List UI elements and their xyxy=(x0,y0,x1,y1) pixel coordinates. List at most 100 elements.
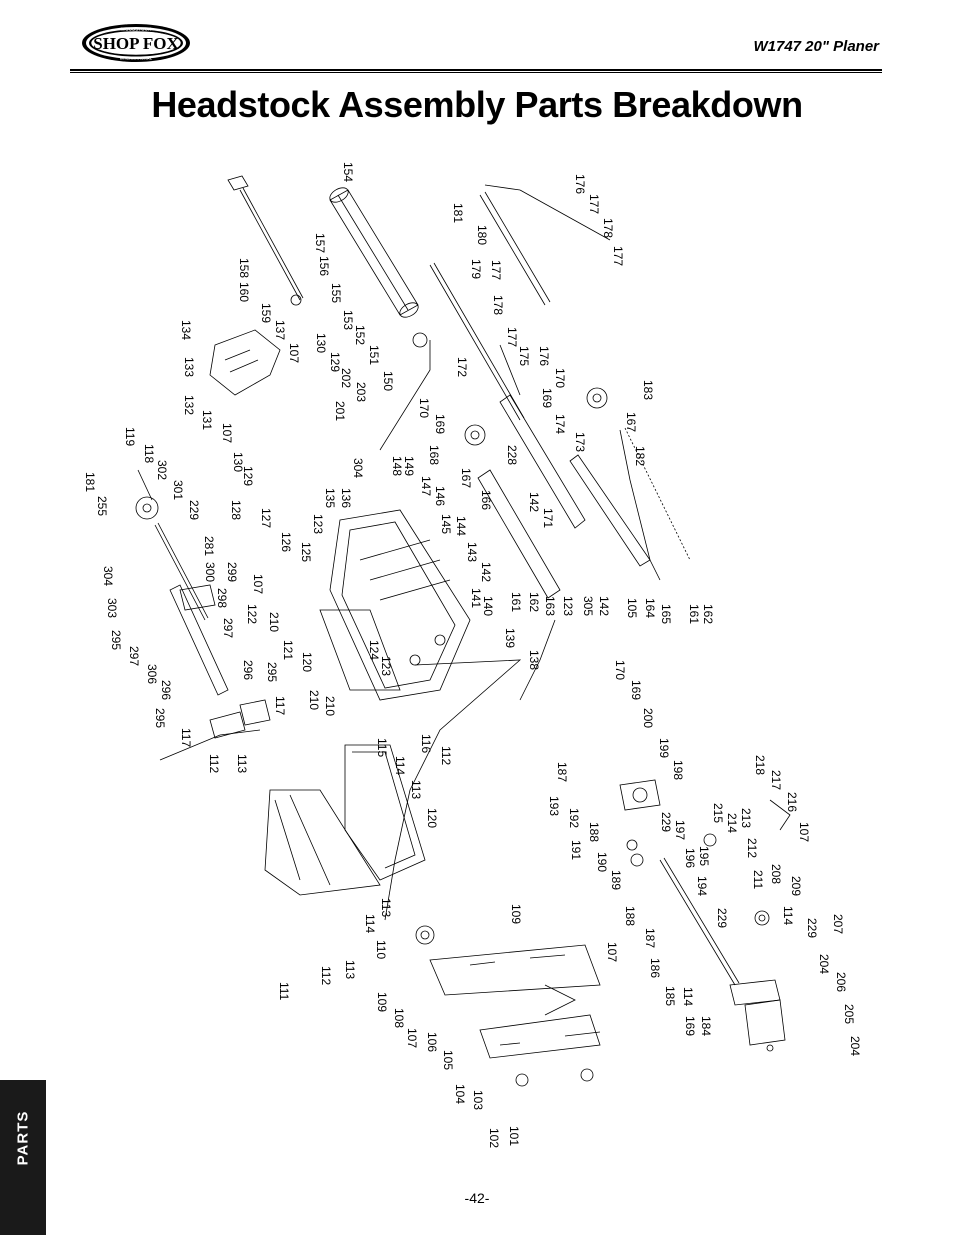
callout-part-number: 120 xyxy=(425,808,439,828)
callout-part-number: 304 xyxy=(351,458,365,478)
callout-part-number: 177 xyxy=(611,246,625,266)
callout-part-number: 136 xyxy=(339,488,353,508)
callout-part-number: 113 xyxy=(343,960,357,979)
callout-part-number: 120 xyxy=(300,652,314,672)
callout-part-number: 101 xyxy=(507,1126,521,1146)
callout-part-number: 166 xyxy=(479,490,493,510)
callout-part-number: 156 xyxy=(317,256,331,276)
callout-part-number: 112 xyxy=(439,746,453,765)
callout-part-number: 150 xyxy=(381,371,395,391)
callout-part-number: 161 xyxy=(687,604,701,624)
callout-part-number: 114 xyxy=(393,756,407,775)
callout-part-number: 202 xyxy=(339,368,353,388)
callout-part-number: 207 xyxy=(831,914,845,934)
callout-part-number: 204 xyxy=(817,954,831,974)
callout-part-number: 162 xyxy=(527,592,541,612)
callout-part-number: 212 xyxy=(745,838,759,858)
callout-part-number: 190 xyxy=(595,852,609,872)
callout-part-number: 170 xyxy=(613,660,627,680)
callout-part-number: 177 xyxy=(505,327,519,347)
callout-part-number: 170 xyxy=(417,398,431,418)
callout-part-number: 122 xyxy=(245,604,259,624)
callout-part-number: 229 xyxy=(187,500,201,520)
callout-part-number: 128 xyxy=(229,500,243,520)
callout-part-number: 182 xyxy=(633,446,647,466)
callout-part-number: 187 xyxy=(643,928,657,948)
callout-part-number: 110 xyxy=(374,940,388,959)
callout-part-number: 148 xyxy=(390,456,404,476)
callout-part-number: 211 xyxy=(751,870,765,889)
callout-part-number: 153 xyxy=(341,310,355,330)
callout-part-number: 139 xyxy=(503,628,517,648)
callout-part-number: 121 xyxy=(281,640,295,660)
callout-part-number: 112 xyxy=(319,966,333,985)
logo-text: SHOP FOX xyxy=(93,34,179,53)
callout-part-number: 189 xyxy=(609,870,623,890)
callout-part-number: 173 xyxy=(573,432,587,452)
callout-part-number: 300 xyxy=(203,562,217,582)
callout-part-number: 108 xyxy=(392,1008,406,1028)
callout-part-number: 185 xyxy=(663,986,677,1006)
callout-part-number: 175 xyxy=(517,346,531,366)
callout-part-number: 180 xyxy=(475,225,489,245)
callout-part-number: 209 xyxy=(789,876,803,896)
callout-part-number: 132 xyxy=(182,395,196,415)
callout-part-number: 133 xyxy=(182,357,196,377)
callout-part-number: 162 xyxy=(701,604,715,624)
callout-part-number: 213 xyxy=(739,808,753,828)
callout-part-number: 111 xyxy=(277,982,291,1001)
callout-part-number: 130 xyxy=(231,452,245,472)
header-rule xyxy=(70,69,882,73)
logo-small-bottom: INTERNATIONAL xyxy=(120,56,153,61)
logo-small-top: WOODSTOCK xyxy=(121,27,152,32)
callout-part-number: 113 xyxy=(409,780,423,799)
callout-part-number: 296 xyxy=(159,680,173,700)
callout-part-number: 151 xyxy=(367,345,381,365)
callout-part-number: 112 xyxy=(207,754,221,773)
callout-part-number: 169 xyxy=(433,414,447,434)
model-label: W1747 20" Planer xyxy=(753,38,879,55)
callout-part-number: 109 xyxy=(375,992,389,1012)
callout-part-number: 104 xyxy=(453,1084,467,1104)
callout-part-number: 124 xyxy=(367,640,381,660)
callout-part-number: 164 xyxy=(643,598,657,618)
callout-part-number: 216 xyxy=(785,792,799,812)
callout-part-number: 107 xyxy=(220,423,234,443)
callout-part-number: 299 xyxy=(225,562,239,582)
callout-part-number: 127 xyxy=(259,508,273,528)
callout-part-number: 114 xyxy=(681,987,695,1006)
callout-part-number: 218 xyxy=(753,755,767,775)
callout-part-number: 210 xyxy=(323,696,337,716)
callout-part-number: 228 xyxy=(505,445,519,465)
callout-part-number: 177 xyxy=(489,260,503,280)
callout-part-number: 103 xyxy=(471,1090,485,1110)
part-callouts: 154 157 156 155 153 152 151 150 160 158 … xyxy=(83,162,862,1148)
callout-part-number: 295 xyxy=(153,708,167,728)
callout-part-number: 199 xyxy=(657,738,671,758)
callout-part-number: 142 xyxy=(479,562,493,582)
callout-part-number: 305 xyxy=(581,596,595,616)
callout-part-number: 255 xyxy=(95,496,109,516)
callout-part-number: 152 xyxy=(353,325,367,345)
callout-part-number: 295 xyxy=(265,662,279,682)
callout-part-number: 200 xyxy=(641,708,655,728)
callout-part-number: 195 xyxy=(697,846,711,866)
callout-part-number: 105 xyxy=(441,1050,455,1070)
callout-part-number: 107 xyxy=(605,942,619,962)
callout-part-number: 281 xyxy=(202,536,216,556)
callout-part-number: 131 xyxy=(200,410,214,430)
callout-part-number: 138 xyxy=(527,650,541,670)
callout-part-number: 163 xyxy=(543,596,557,616)
callout-part-number: 146 xyxy=(433,486,447,506)
callout-part-number: 147 xyxy=(419,476,433,496)
callout-part-number: 161 xyxy=(509,592,523,612)
callout-part-number: 215 xyxy=(711,803,725,823)
callout-part-number: 176 xyxy=(537,346,551,366)
callout-part-number: 144 xyxy=(454,516,468,536)
callout-part-number: 177 xyxy=(587,194,601,214)
callout-part-number: 302 xyxy=(155,460,169,480)
callout-part-number: 303 xyxy=(105,598,119,618)
callout-part-number: 194 xyxy=(695,876,709,896)
callout-part-number: 178 xyxy=(491,295,505,315)
callout-part-number: 125 xyxy=(299,542,313,562)
